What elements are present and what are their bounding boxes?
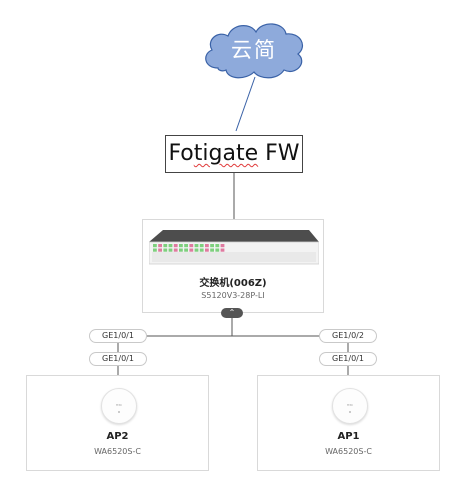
switch-port [158, 244, 162, 248]
switch-port [158, 248, 162, 252]
switch-port [210, 244, 214, 248]
switch-port [210, 248, 214, 252]
firewall-node[interactable]: Fotigate FW [165, 135, 303, 173]
switch-ports [153, 244, 225, 252]
switch-port [168, 244, 173, 248]
ap1-model: WA6520S-C [325, 447, 372, 456]
cloud-label: 云简 [231, 38, 277, 62]
switch-port [215, 244, 220, 248]
switch-port [153, 248, 157, 252]
access-point-icon: H3C [332, 388, 368, 424]
switch-port [205, 244, 209, 248]
access-point-icon: H3C [101, 388, 137, 424]
switch-port-right: GE1/0/2 [319, 329, 377, 343]
switch-port [153, 244, 157, 248]
switch-port [199, 244, 204, 248]
switch-name: 交换机(006Z) [199, 278, 267, 289]
ap1-port: GE1/0/1 [319, 352, 377, 366]
switch-port [168, 248, 173, 252]
cloud-icon [205, 23, 303, 79]
switch-port [194, 244, 199, 248]
switch-model: S5120V3-28P-LI [201, 291, 265, 300]
switch-port [215, 248, 220, 252]
switch-port [184, 248, 188, 252]
switch-port [205, 248, 209, 252]
switch-port [163, 244, 168, 248]
switch-port [220, 248, 225, 252]
firewall-label: Fotigate FW [168, 141, 300, 166]
switch-port [189, 244, 194, 248]
chevron-up-icon[interactable]: ⌃ [221, 308, 243, 318]
ap2-model: WA6520S-C [94, 447, 141, 456]
switch-port [189, 248, 194, 252]
switch-port-left: GE1/0/1 [89, 329, 147, 343]
ap2-port: GE1/0/1 [89, 352, 147, 366]
ap2-device-card[interactable]: H3C AP2 WA6520S-C [26, 375, 209, 471]
switch-port [179, 248, 183, 252]
ap1-name: AP1 [337, 431, 360, 442]
switch-port [173, 248, 178, 252]
switch-port [179, 244, 183, 248]
switch-port [163, 248, 168, 252]
ap2-name: AP2 [106, 431, 129, 442]
switch-port [220, 244, 225, 248]
switch-port [199, 248, 204, 252]
switch-port [173, 244, 178, 248]
switch-icon [149, 230, 319, 265]
ap1-device-card[interactable]: H3C AP1 WA6520S-C [257, 375, 440, 471]
switch-device-card[interactable]: 交换机(006Z) S5120V3-28P-LI [142, 219, 324, 313]
cloud-to-firewall-link [235, 76, 256, 132]
switch-port [194, 248, 199, 252]
switch-port [184, 244, 188, 248]
